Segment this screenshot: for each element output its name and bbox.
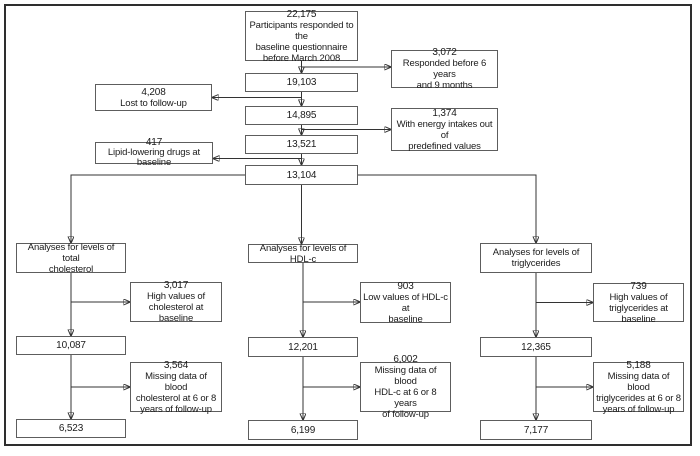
- node-excluded-high-cholesterol: 3,017 High values of cholesterol at base…: [130, 280, 222, 324]
- node-label-line: of follow-up: [382, 409, 429, 420]
- node-label-line: years of follow-up: [602, 403, 675, 415]
- node-label-line: Missing data of blood: [374, 365, 437, 387]
- node-excluded-missing-hdl: 6,002 Missing data of blood HDL-c at 6 o…: [360, 354, 451, 420]
- node-branch-total-cholesterol: Analyses for levels of total cholesterol: [16, 241, 126, 275]
- node-participants-baseline: 22,175 Participants responded to the bas…: [245, 8, 358, 64]
- node-value: 14,895: [286, 110, 317, 121]
- node-label-line: With energy intakes out of: [396, 118, 493, 141]
- node-value: 6,523: [58, 423, 84, 434]
- node-label-line: Low values of HDL-c at: [363, 291, 448, 314]
- node-excluded-energy-intakes: 1,374 With energy intakes out of predefi…: [391, 107, 498, 152]
- node-count-6199: 6,199: [248, 420, 358, 440]
- node-excluded-low-hdl: 903 Low values of HDL-c at baseline: [360, 280, 451, 325]
- node-count-7177: 7,177: [480, 420, 592, 440]
- figure-border: [4, 4, 692, 446]
- node-value: 22,175: [286, 8, 317, 20]
- node-value: 739: [630, 280, 647, 292]
- node-label-line: HDL-c at 6 or 8 years: [374, 387, 437, 409]
- node-label-line: baseline: [388, 313, 423, 325]
- node-value: 3,564: [163, 359, 189, 371]
- node-value: 5,188: [626, 359, 651, 371]
- node-count-12365: 12,365: [480, 337, 592, 357]
- node-count-14895: 14,895: [245, 106, 358, 125]
- node-value: 4,208: [141, 86, 166, 98]
- node-label-line: cholesterol at baseline: [148, 302, 204, 324]
- node-label-line: cholesterol at 6 or 8: [135, 392, 217, 404]
- node-label-line: Responded before 6 years: [402, 58, 487, 80]
- node-value: 12,365: [521, 341, 551, 353]
- node-count-13104: 13,104: [245, 165, 358, 185]
- node-excluded-high-triglycerides: 739 High values of triglycerides at base…: [593, 280, 684, 325]
- node-value: 13,104: [286, 169, 317, 181]
- node-value: 12,201: [288, 341, 318, 353]
- node-label-line: baseline questionnaire: [255, 41, 348, 53]
- node-value: 417: [145, 137, 163, 148]
- node-value: 6,199: [290, 424, 316, 436]
- node-label-line: years of follow-up: [140, 403, 212, 415]
- node-label-line: Analyses for levels of HDL-c: [259, 242, 347, 265]
- node-count-6523: 6,523: [16, 419, 126, 438]
- node-value: 6,002: [393, 354, 418, 365]
- node-value: 3,017: [163, 280, 189, 291]
- node-label-line: cholesterol: [48, 263, 94, 275]
- node-excluded-lipid-lowering-drugs: 417 Lipid-lowering drugs at baseline: [95, 138, 213, 168]
- node-label-line: Participants responded to the: [249, 19, 354, 42]
- node-count-19103: 19,103: [245, 73, 358, 92]
- node-count-10087: 10,087: [16, 336, 126, 355]
- node-label-line: and 9 months: [416, 80, 473, 91]
- node-label-line: Analyses for levels of: [492, 247, 580, 258]
- node-excluded-missing-cholesterol: 3,564 Missing data of blood cholesterol …: [130, 359, 222, 415]
- node-branch-hdl-c: Analyses for levels of HDL-c: [248, 242, 358, 265]
- node-count-12201: 12,201: [248, 337, 358, 357]
- node-label-line: High values of: [146, 291, 206, 302]
- node-branch-triglycerides: Analyses for levels of triglycerides: [480, 243, 592, 273]
- node-value: 3,072: [432, 47, 457, 58]
- node-excluded-missing-triglycerides: 5,188 Missing data of blood triglyceride…: [593, 359, 684, 415]
- node-label-line: Missing data of blood: [145, 370, 207, 393]
- node-label-line: Lost to follow-up: [120, 97, 187, 109]
- node-label-line: triglycerides at baseline: [609, 302, 668, 325]
- node-label-line: Missing data of blood: [607, 370, 670, 393]
- node-label-line: triglycerides at 6 or 8: [596, 392, 681, 404]
- node-excluded-lost-followup: 4,208 Lost to follow-up: [95, 84, 212, 111]
- node-count-13521: 13,521: [245, 135, 358, 154]
- node-value: 903: [397, 280, 414, 292]
- node-value: 13,521: [286, 139, 317, 150]
- node-value: 10,087: [56, 340, 86, 351]
- node-label-line: before March 2008: [262, 52, 341, 64]
- node-excluded-responded-before: 3,072 Responded before 6 years and 9 mon…: [391, 47, 498, 91]
- node-label-line: triglycerides: [511, 258, 561, 269]
- node-label-line: High values of: [609, 291, 668, 303]
- node-value: 19,103: [286, 77, 317, 88]
- node-value: 1,374: [432, 107, 457, 119]
- node-label-line: Analyses for levels of total: [27, 241, 115, 264]
- node-label-line: predefined values: [408, 140, 481, 152]
- node-label-line: Lipid-lowering drugs at baseline: [107, 147, 201, 168]
- node-value: 7,177: [523, 424, 549, 436]
